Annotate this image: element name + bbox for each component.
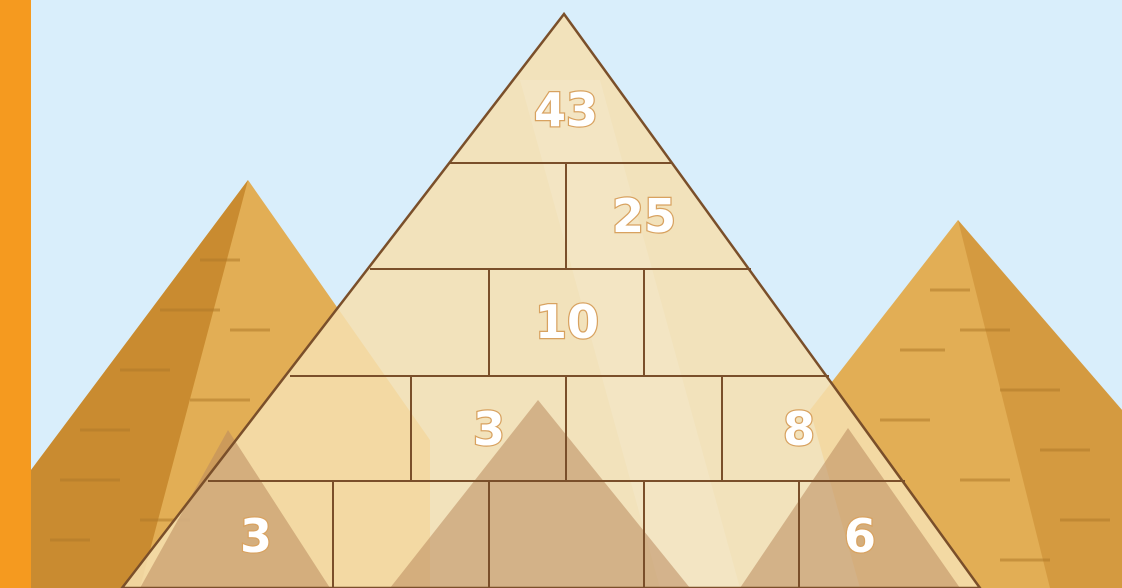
brick-r2-c1[interactable]: 10 <box>535 295 599 349</box>
brick-r4-c0[interactable]: 3 <box>240 509 272 563</box>
brick-value: 3 <box>473 402 505 456</box>
brick-value: 6 <box>844 509 876 563</box>
brick-r0-c0[interactable]: 43 <box>534 83 598 137</box>
side-bar <box>0 0 31 588</box>
brick-value: 8 <box>783 402 815 456</box>
brick-r4-c4[interactable]: 6 <box>844 509 876 563</box>
brick-value: 3 <box>240 509 272 563</box>
brick-r3-c1[interactable]: 3 <box>473 402 505 456</box>
brick-value: 10 <box>535 295 599 349</box>
brick-r1-c1[interactable]: 25 <box>612 189 676 243</box>
brick-value: 43 <box>534 83 598 137</box>
brick-r3-c3[interactable]: 8 <box>783 402 815 456</box>
brick-value: 25 <box>612 189 676 243</box>
